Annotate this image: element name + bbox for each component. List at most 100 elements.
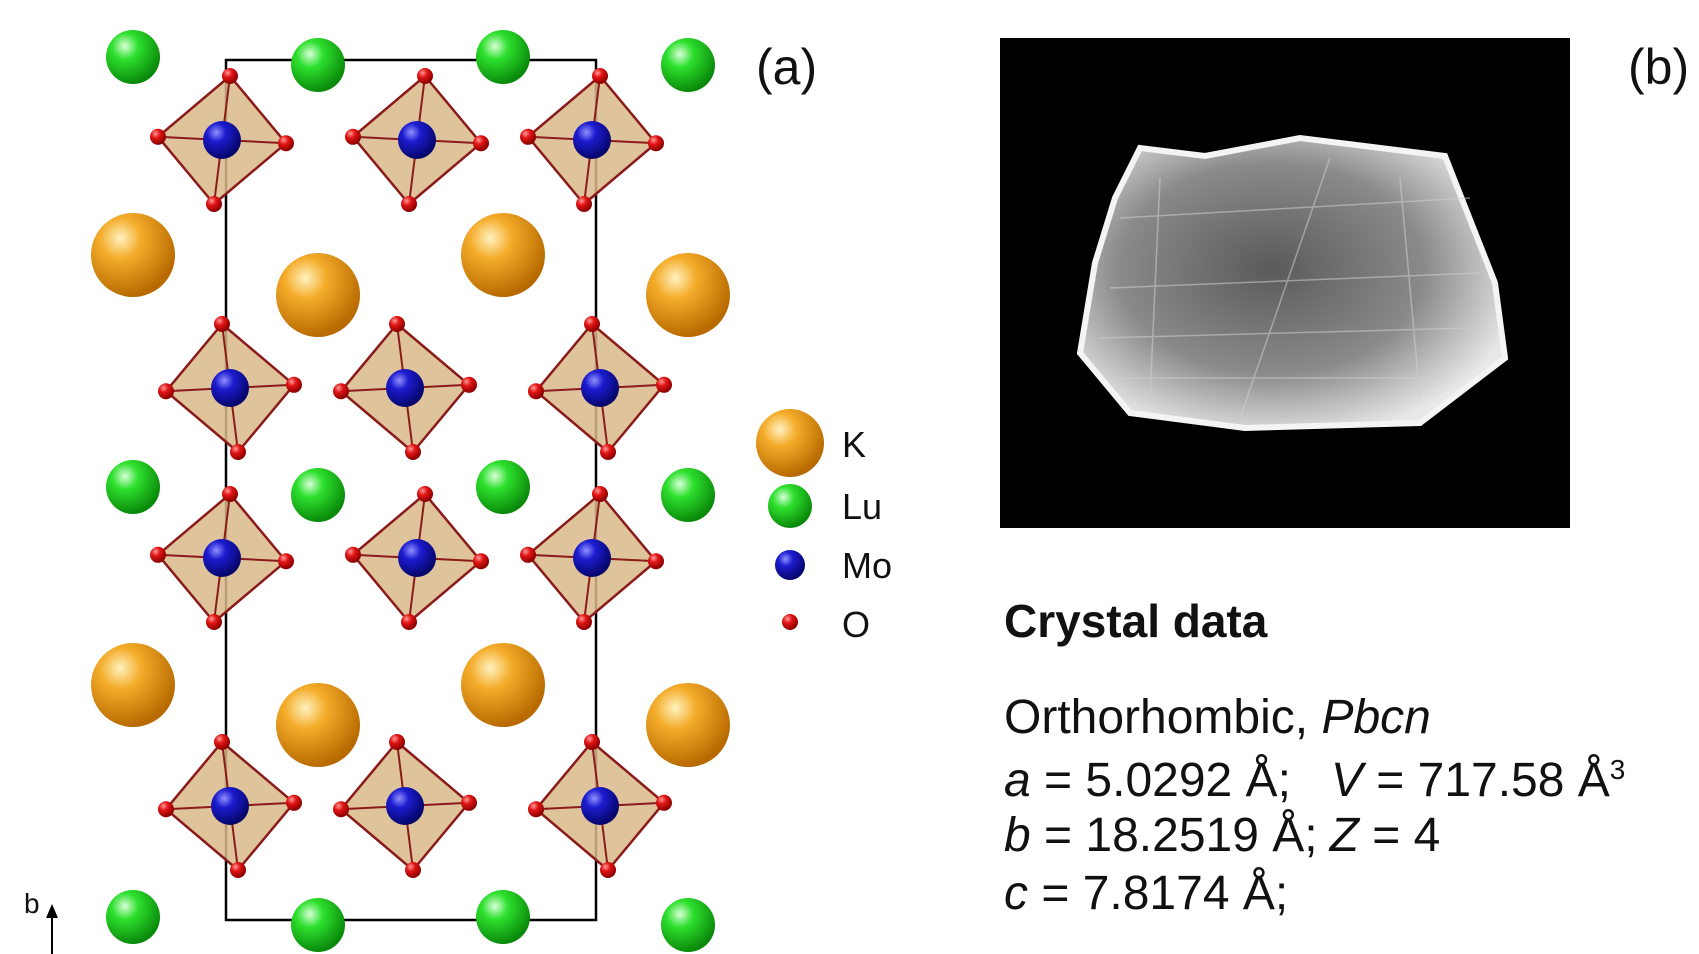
legend-marker-mo [775, 550, 805, 580]
k-atom [461, 643, 545, 727]
legend-label-k: K [842, 424, 867, 465]
legend-marker-k [756, 409, 824, 477]
o-atom [206, 196, 222, 212]
o-atom [584, 316, 600, 332]
mo-octahedron [528, 316, 672, 460]
o-atom [345, 128, 361, 145]
o-atom [222, 486, 238, 502]
mo-atom [398, 121, 436, 159]
o-atom [592, 486, 608, 502]
c-value: = 7.8174 Å; [1028, 867, 1289, 920]
o-atom [222, 68, 238, 84]
o-atom [473, 553, 489, 570]
b-value: = 18.2519 Å; [1030, 809, 1318, 862]
o-atom [230, 444, 246, 460]
lu-atom [291, 38, 345, 92]
legend-marker-lu [768, 484, 812, 528]
o-atom [278, 135, 294, 152]
o-atom [656, 376, 672, 393]
c-symbol: c [1004, 867, 1028, 920]
mo-atom [581, 787, 619, 825]
o-atom [592, 68, 608, 84]
lu-atom [661, 38, 715, 92]
k-atom [276, 253, 360, 337]
legend-label-mo: Mo [842, 545, 893, 586]
lattice-a-line: a = 5.0292 Å;V = 717.58 Å3 [1004, 753, 1625, 808]
mo-octahedron [150, 486, 294, 630]
mo-octahedron [333, 316, 477, 460]
o-atom [405, 862, 421, 878]
o-atom [417, 68, 433, 84]
mo-octahedron [158, 316, 302, 460]
panel-label-a: (a) [756, 39, 818, 95]
v-exponent: 3 [1609, 754, 1626, 785]
lu-atom [476, 890, 530, 944]
crystal-system: Orthorhombic, [1004, 691, 1322, 744]
lattice-c-line: c = 7.8174 Å; [1004, 866, 1288, 921]
o-atom [278, 553, 294, 570]
mo-octahedra-layer [150, 68, 672, 878]
o-atom [286, 376, 302, 393]
mo-atom [573, 121, 611, 159]
mo-atom [211, 787, 249, 825]
lu-atom [661, 898, 715, 952]
o-atom [417, 486, 433, 502]
mo-atom [386, 787, 424, 825]
o-atom [600, 444, 616, 460]
mo-octahedron [345, 486, 489, 630]
k-atom [91, 213, 175, 297]
o-atom [333, 383, 349, 400]
o-atom [405, 444, 421, 460]
space-group: Pbcn [1321, 691, 1431, 744]
k-atom [91, 643, 175, 727]
mo-octahedron [528, 734, 672, 878]
legend-label-lu: Lu [842, 486, 883, 527]
mo-atom [203, 121, 241, 159]
crystal-photograph [1000, 38, 1570, 528]
lu-atoms-layer [106, 30, 715, 952]
lu-atom [106, 890, 160, 944]
o-atom [158, 801, 174, 818]
crystal-system-line: Orthorhombic, Pbcn [1004, 690, 1431, 745]
lu-atom [476, 30, 530, 84]
lu-atom [476, 460, 530, 514]
o-atom [150, 546, 166, 563]
o-atom [286, 794, 302, 811]
legend-label-o: O [842, 604, 871, 645]
mo-atom [581, 369, 619, 407]
lu-atom [291, 898, 345, 952]
o-atom [648, 553, 664, 570]
crystal-shape [1076, 134, 1509, 432]
legend-marker-o [782, 614, 798, 630]
a-symbol: a [1004, 754, 1031, 807]
k-atom [646, 683, 730, 767]
k-atoms-layer [91, 213, 730, 767]
o-atom [576, 614, 592, 630]
mo-octahedron [333, 734, 477, 878]
o-atom [389, 316, 405, 332]
legend-markers [756, 409, 824, 630]
a-value: = 5.0292 Å; [1030, 754, 1291, 807]
mo-atom [211, 369, 249, 407]
k-atom [461, 213, 545, 297]
axis-label-b: b [24, 888, 40, 919]
mo-octahedron [158, 734, 302, 878]
o-atom [520, 128, 536, 145]
lu-atom [661, 468, 715, 522]
o-atom [576, 196, 592, 212]
o-atom [648, 135, 664, 152]
o-atom [584, 734, 600, 750]
o-atom [473, 135, 489, 152]
o-atom [528, 383, 544, 400]
mo-atom [203, 539, 241, 577]
mo-atom [398, 539, 436, 577]
o-atom [401, 614, 417, 630]
v-symbol: V [1330, 754, 1363, 807]
o-atom [401, 196, 417, 212]
o-atom [150, 128, 166, 145]
b-symbol: b [1004, 809, 1031, 862]
mo-octahedron [520, 486, 664, 630]
mo-octahedron [150, 68, 294, 212]
o-atom [345, 546, 361, 563]
lu-atom [291, 468, 345, 522]
